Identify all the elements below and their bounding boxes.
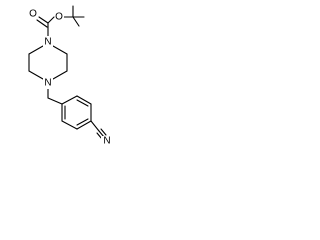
bond-aryl-inner-a: [76, 99, 89, 107]
structure-diagram: O O N N N: [28, 5, 111, 147]
bond-aryl-nitrile-carbon: [90, 120, 100, 132]
bond-ring-n4-c5: [52, 70, 68, 80]
bond-ring-c6-n1: [52, 45, 68, 55]
bond-carbonyl-double-a: [38, 16, 49, 24]
bond-aryl-1-2: [61, 95, 78, 105]
atom-piperazine-n1: N: [44, 37, 51, 48]
bond-aryl-4-5: [76, 120, 92, 130]
bond-ring-n1-c2: [28, 45, 44, 55]
bond-ester-oxygen-carbonyl: [47, 16, 55, 24]
bond-aryl-5-6: [61, 120, 78, 130]
bond-tbu-quaternary-methyl-down: [72, 16, 80, 27]
atom-nitrile-nitrogen: N: [103, 136, 110, 147]
atom-piperazine-n4: N: [44, 78, 51, 89]
bond-aryl-inner-b: [76, 118, 89, 126]
bond-aryl-2-3: [76, 95, 92, 105]
bond-nitrile-triple-b: [100, 128, 107, 136]
bond-carbonyl-double-b: [36, 19, 48, 28]
bond-ch2-aryl: [47, 97, 63, 105]
molecule-canvas: O O N N N: [0, 0, 115, 150]
atom-ester-oxygen: O: [55, 12, 63, 23]
bond-ring-c3-n4: [28, 70, 44, 80]
atom-carbonyl-oxygen: O: [29, 9, 37, 20]
